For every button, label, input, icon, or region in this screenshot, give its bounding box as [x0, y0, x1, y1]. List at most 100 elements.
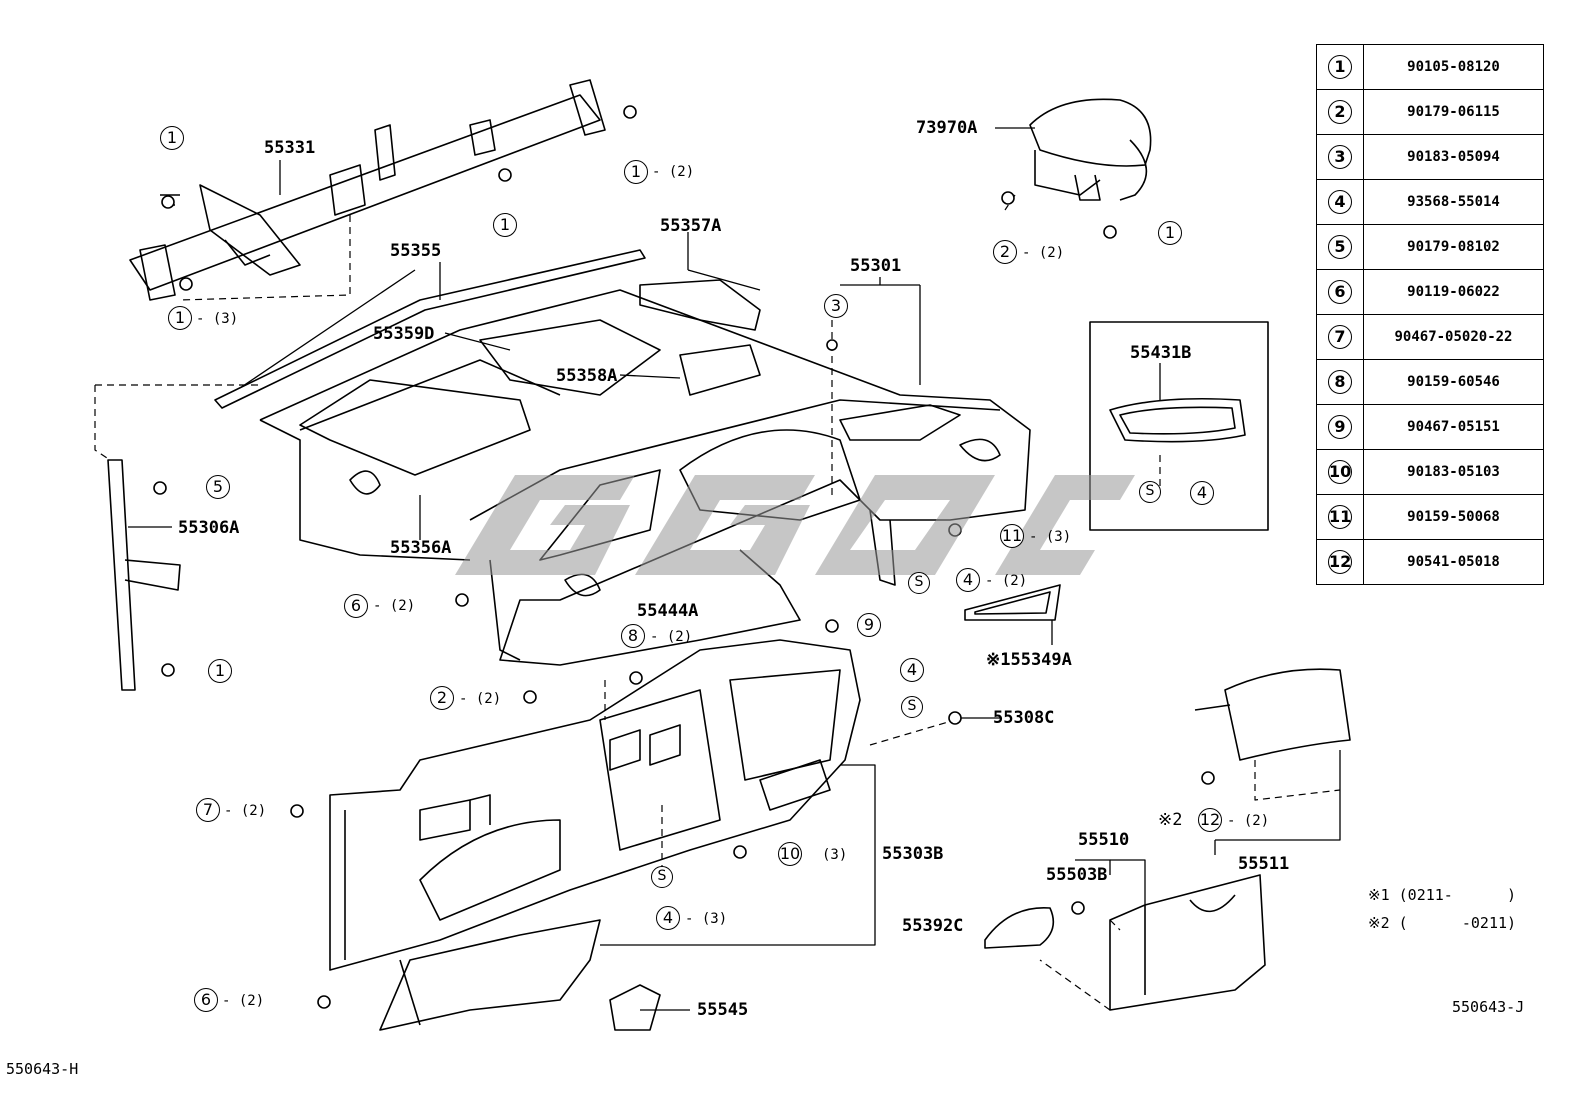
callout-qty: (3): [822, 847, 848, 863]
parts-table-part-number: 90541-05018: [1363, 539, 1544, 585]
label-55545: 55545: [697, 1000, 749, 1020]
callout-1-icon: 1: [168, 306, 192, 330]
callout-1-icon: 1: [624, 160, 648, 184]
callout-qty: - (3): [685, 911, 728, 927]
callout-12-icon: 12: [1198, 808, 1222, 832]
ref-number-icon: 3: [1328, 145, 1352, 169]
callout-1-icon: 1: [208, 659, 232, 683]
parts-table-ref-cell: 5: [1316, 224, 1364, 270]
callout-1-icon: 1: [1158, 221, 1182, 245]
parts-table-row: 9 90467-05151: [1316, 404, 1544, 450]
callout-8-icon: 8: [621, 624, 645, 648]
label-73970A: 73970A: [916, 118, 978, 138]
parts-table-ref-cell: 11: [1316, 494, 1364, 540]
parts-table-row: 11 90159-50068: [1316, 494, 1544, 540]
parts-table-part-number: 90159-50068: [1363, 494, 1544, 540]
parts-table-part-number: 90183-05103: [1363, 449, 1544, 495]
ref-number-icon: 12: [1328, 550, 1352, 574]
parts-table-part-number: 90179-08102: [1363, 224, 1544, 270]
ref-number-icon: 5: [1328, 235, 1352, 259]
label-55511: 55511: [1238, 854, 1290, 874]
label-55308C: 55308C: [993, 708, 1055, 728]
label-55357A: 55357A: [660, 216, 722, 236]
callout-4-icon: 4: [1190, 481, 1214, 505]
callout-qty: - (2): [222, 993, 265, 1009]
parts-number-table: 1 90105-08120 2 90179-06115 3 90183-05094 4 935…: [1316, 44, 1544, 585]
label-55331: 55331: [264, 138, 316, 158]
parts-table-ref-cell: 12: [1316, 539, 1364, 585]
label-155349A: ※155349A: [986, 650, 1072, 670]
ref-number-icon: 11: [1328, 505, 1352, 529]
defroster-panels: [214, 249, 761, 476]
parts-table-row: 8 90159-60546: [1316, 359, 1544, 405]
parts-table-part-number: 90119-06022: [1363, 269, 1544, 315]
parts-table-row: 1 90105-08120: [1316, 44, 1544, 90]
parts-table-part-number: 90467-05151: [1363, 404, 1544, 450]
diagram-id-left: 550643-H: [6, 1060, 79, 1078]
label-55356A: 55356A: [390, 538, 452, 558]
parts-table-part-number: 90159-60546: [1363, 359, 1544, 405]
callout-qty: - (2): [1022, 245, 1065, 261]
watermark: [455, 475, 1135, 575]
parts-table-part-number: 90467-05020-22: [1363, 314, 1544, 360]
parts-table-part-number: 90105-08120: [1363, 44, 1544, 90]
label-55303B: 55303B: [882, 844, 944, 864]
diagram-id-right: 550643-J: [1452, 998, 1525, 1016]
callout-7-icon: 7: [196, 798, 220, 822]
callout-qty: - (3): [196, 311, 239, 327]
parts-table-ref-cell: 4: [1316, 179, 1364, 225]
label-55503B: 55503B: [1046, 865, 1108, 885]
callout-qty: - (2): [459, 691, 502, 707]
callout-qty: - (2): [652, 164, 695, 180]
label-55358A: 55358A: [556, 366, 618, 386]
parts-table-row: 4 93568-55014: [1316, 179, 1544, 225]
callout-s-icon: S: [908, 572, 930, 594]
parts-table-ref-cell: 1: [1316, 44, 1364, 90]
inset-box-55431B: [1089, 321, 1269, 531]
callout-4-icon: 4: [656, 906, 680, 930]
parts-table-ref-cell: 2: [1316, 89, 1364, 135]
callout-10-icon: 10: [778, 842, 802, 866]
ref-number-icon: 4: [1328, 190, 1352, 214]
parts-table-part-number: 90183-05094: [1363, 134, 1544, 180]
ref-number-icon: 9: [1328, 415, 1352, 439]
parts-table-row: 6 90119-06022: [1316, 269, 1544, 315]
ref-number-icon: 8: [1328, 370, 1352, 394]
parts-table-ref-cell: 8: [1316, 359, 1364, 405]
parts-table-ref-cell: 10: [1316, 449, 1364, 495]
callout-1-icon: 1: [493, 213, 517, 237]
label-55510: 55510: [1078, 830, 1130, 850]
ref-number-icon: 6: [1328, 280, 1352, 304]
parts-table-ref-cell: 3: [1316, 134, 1364, 180]
ref-number-icon: 10: [1328, 460, 1352, 484]
parts-table-row: 3 90183-05094: [1316, 134, 1544, 180]
parts-table-part-number: 90179-06115: [1363, 89, 1544, 135]
callout-qty: - (2): [1227, 813, 1270, 829]
parts-table-row: 5 90179-08102: [1316, 224, 1544, 270]
lower-instrument-panel: [329, 639, 861, 971]
leader-lines: [128, 127, 1341, 1011]
label-55444A: 55444A: [637, 601, 699, 621]
lower-glove-box: [379, 919, 661, 1031]
callout-4-icon: 4: [900, 658, 924, 682]
callout-qty: - (2): [650, 629, 693, 645]
fasteners: [153, 105, 1215, 1009]
panel-155349A: [964, 584, 1061, 621]
steering-support-beam: [129, 79, 606, 301]
ref-number-icon: 2: [1328, 100, 1352, 124]
callout-s-icon: S: [901, 696, 923, 718]
ref-number-icon: 1: [1328, 55, 1352, 79]
callout-qty: - (3): [1029, 529, 1072, 545]
parts-table-part-number: 93568-55014: [1363, 179, 1544, 225]
callout-5-icon: 5: [206, 475, 230, 499]
callout-qty: - (2): [373, 598, 416, 614]
trim-55392C: [984, 907, 1055, 949]
label-55306A: 55306A: [178, 518, 240, 538]
callout-6-icon: 6: [194, 988, 218, 1012]
parts-table-ref-cell: 9: [1316, 404, 1364, 450]
callout-s-icon: S: [651, 866, 673, 888]
callout-2-icon: 2: [430, 686, 454, 710]
callout-1-icon: 1: [160, 126, 184, 150]
